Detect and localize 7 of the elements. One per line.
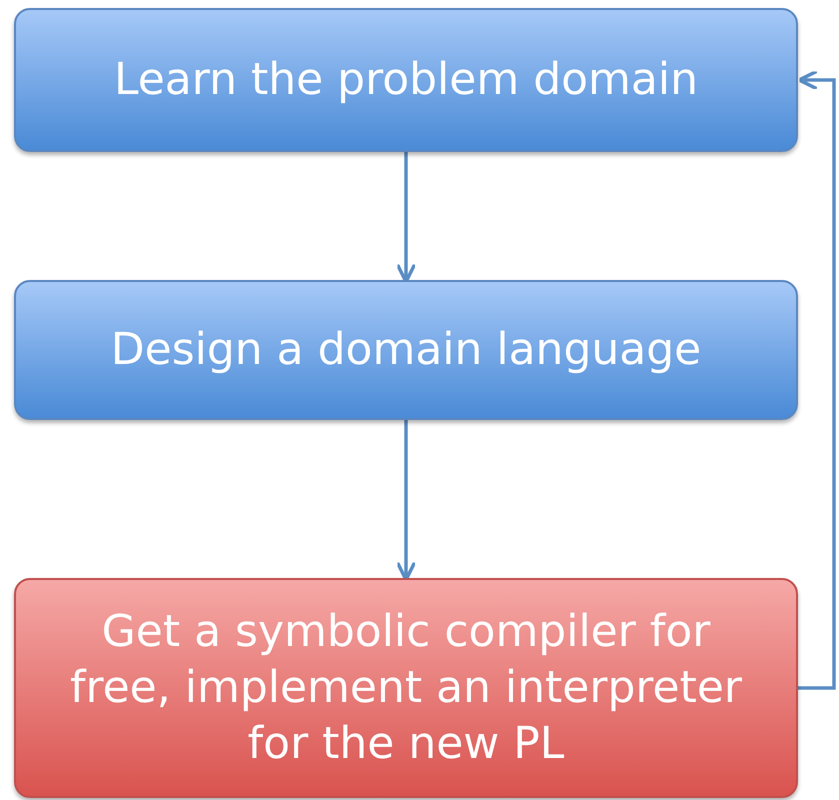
box-label: Design a domain language bbox=[110, 323, 702, 377]
box-label: Learn the problem domain bbox=[113, 53, 699, 107]
box-label: Get a symbolic compiler for free, implement an interpreter for the new PL bbox=[69, 605, 743, 771]
process-box bbox=[14, 280, 798, 420]
process-box bbox=[14, 578, 798, 798]
arrow bbox=[798, 70, 836, 690]
process-box bbox=[14, 8, 798, 152]
